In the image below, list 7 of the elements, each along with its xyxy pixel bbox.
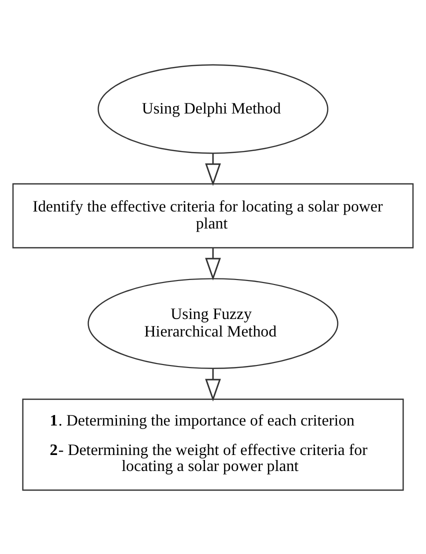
arrow [205, 248, 221, 280]
node-box: Identify the effective criteria for locating a solar power plant [12, 182, 414, 248]
node-ellipse: Using Delphi Method [98, 64, 328, 154]
arrow [205, 368, 221, 401]
node-ellipse: Using Fuzzy Hierarchical Method [88, 278, 338, 368]
arrow [205, 152, 221, 186]
node-box: 1. Determining the importance of each criterion 2- Determining the weight of effective criteria for locating a solar power plant [22, 398, 404, 490]
